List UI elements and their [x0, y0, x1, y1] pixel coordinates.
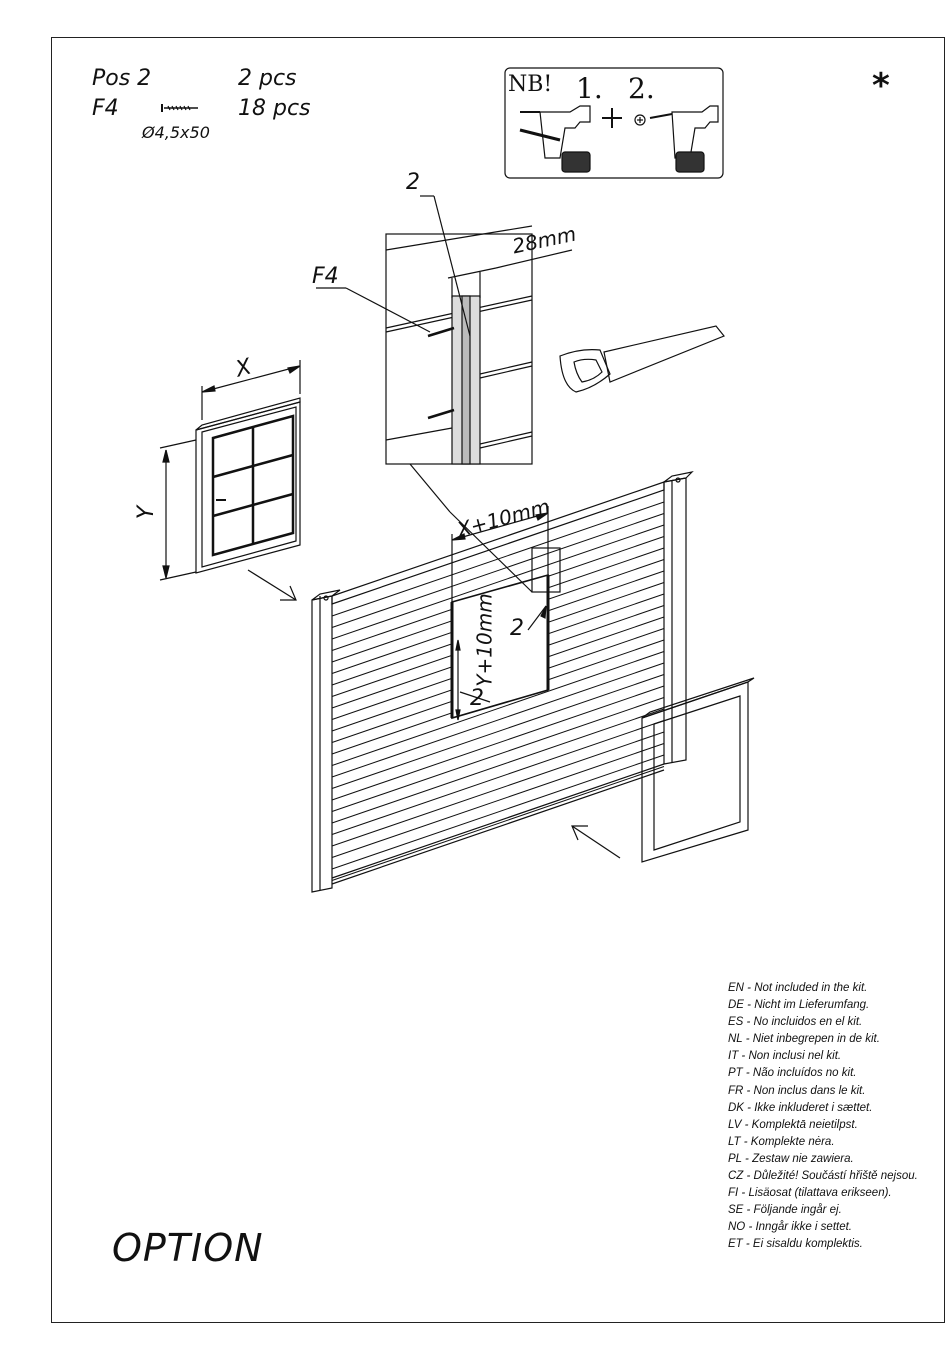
wall-panel [311, 471, 694, 893]
detail-callout [409, 463, 561, 593]
window-width-dimension [201, 360, 301, 420]
wall-board-line [331, 743, 665, 858]
legend-line: FR - Non inclus dans le kit. [728, 1084, 866, 1097]
part-qty: 2 pcs [238, 66, 297, 91]
frame-trim [641, 677, 755, 863]
wall-board-line [331, 651, 665, 766]
part-qty: 18 pcs [238, 96, 311, 121]
f4-label: F4 [312, 264, 339, 289]
drill-icon [649, 105, 719, 173]
legend-line: CZ - Důležité! Součástí hřiště nejsou. [728, 1170, 918, 1183]
wall-board-line [331, 674, 665, 789]
screw-head-icon [634, 114, 646, 126]
legend-line: PT - Não incluídos no kit. [728, 1067, 857, 1080]
legend-line: SE - Följande ingår ej. [728, 1204, 842, 1217]
wall-board-line [331, 524, 665, 640]
legend-line: PL - Zestaw nie zawiera. [728, 1152, 854, 1165]
wall-board-line [331, 766, 665, 881]
screw-dimension: Ø4,5x50 [142, 123, 210, 142]
window-height-dimension [159, 439, 197, 581]
part2-label-opening: 2 [470, 686, 484, 711]
saw-icon [559, 325, 725, 393]
detail-zoom-box [316, 195, 573, 465]
window-unit [195, 397, 301, 574]
legend-line: EN - Not included in the kit. [728, 982, 868, 994]
legend-line: ES - No incluidos en el kit. [728, 1016, 863, 1029]
legend-line: NO - Inngår ikke i settet. [728, 1221, 852, 1234]
wall-board-line [331, 513, 665, 628]
screw-icon [161, 104, 198, 112]
drill-icon [520, 105, 591, 173]
opening-height-label: Y+10mm [472, 593, 497, 687]
part-name: Pos 2 [92, 66, 152, 91]
legend-line: FI - Lisäosat (tilattava erikseen). [728, 1187, 892, 1200]
option-title: OPTION [112, 1226, 264, 1270]
wall-board-line [331, 754, 665, 870]
legend-line: DK - Ikke inkluderet i sættet. [728, 1101, 873, 1114]
legend-line: ET - Ei sisaldu komplektis. [728, 1238, 863, 1251]
legend-line: NL - Niet inbegrepen in de kit. [728, 1033, 880, 1046]
wall-board-line [331, 720, 665, 835]
legend-line: LT - Komplekte nėra. [728, 1135, 835, 1148]
wall-board-line [331, 708, 665, 824]
not-included-legend: EN - Not included in the kit. DE - Nicht … [728, 980, 918, 1254]
drill-bit-icon [519, 128, 561, 142]
opening-width-dimension [451, 506, 549, 602]
legend-line: IT - Non inclusi nel kit. [728, 1050, 842, 1063]
window-height-label: Y [134, 505, 160, 520]
plus-icon [602, 108, 622, 128]
step-2-label: 2. [628, 72, 655, 105]
star-mark: * [872, 66, 890, 106]
wall-board-line [331, 685, 665, 801]
opening-height-dimension [455, 639, 461, 721]
arrow-insert-window [247, 569, 297, 601]
part2-pointer [459, 605, 547, 703]
part2-label-wall: 2 [510, 616, 524, 641]
wall-board-line [331, 697, 665, 812]
part-name: F4 [92, 96, 119, 121]
wall-board-line [331, 731, 665, 847]
legend-line: LV - Komplektā neietilpst. [728, 1118, 858, 1131]
legend-line: DE - Nicht im Lieferumfang. [728, 999, 870, 1012]
page-frame [51, 37, 945, 1323]
nb-label: NB! [508, 72, 553, 97]
part2-label-detail: 2 [406, 170, 420, 195]
nb-drill-box [504, 67, 724, 179]
wall-board-line [331, 662, 665, 778]
arrow-insert-trim [571, 825, 621, 859]
step-1-label: 1. [576, 72, 603, 105]
